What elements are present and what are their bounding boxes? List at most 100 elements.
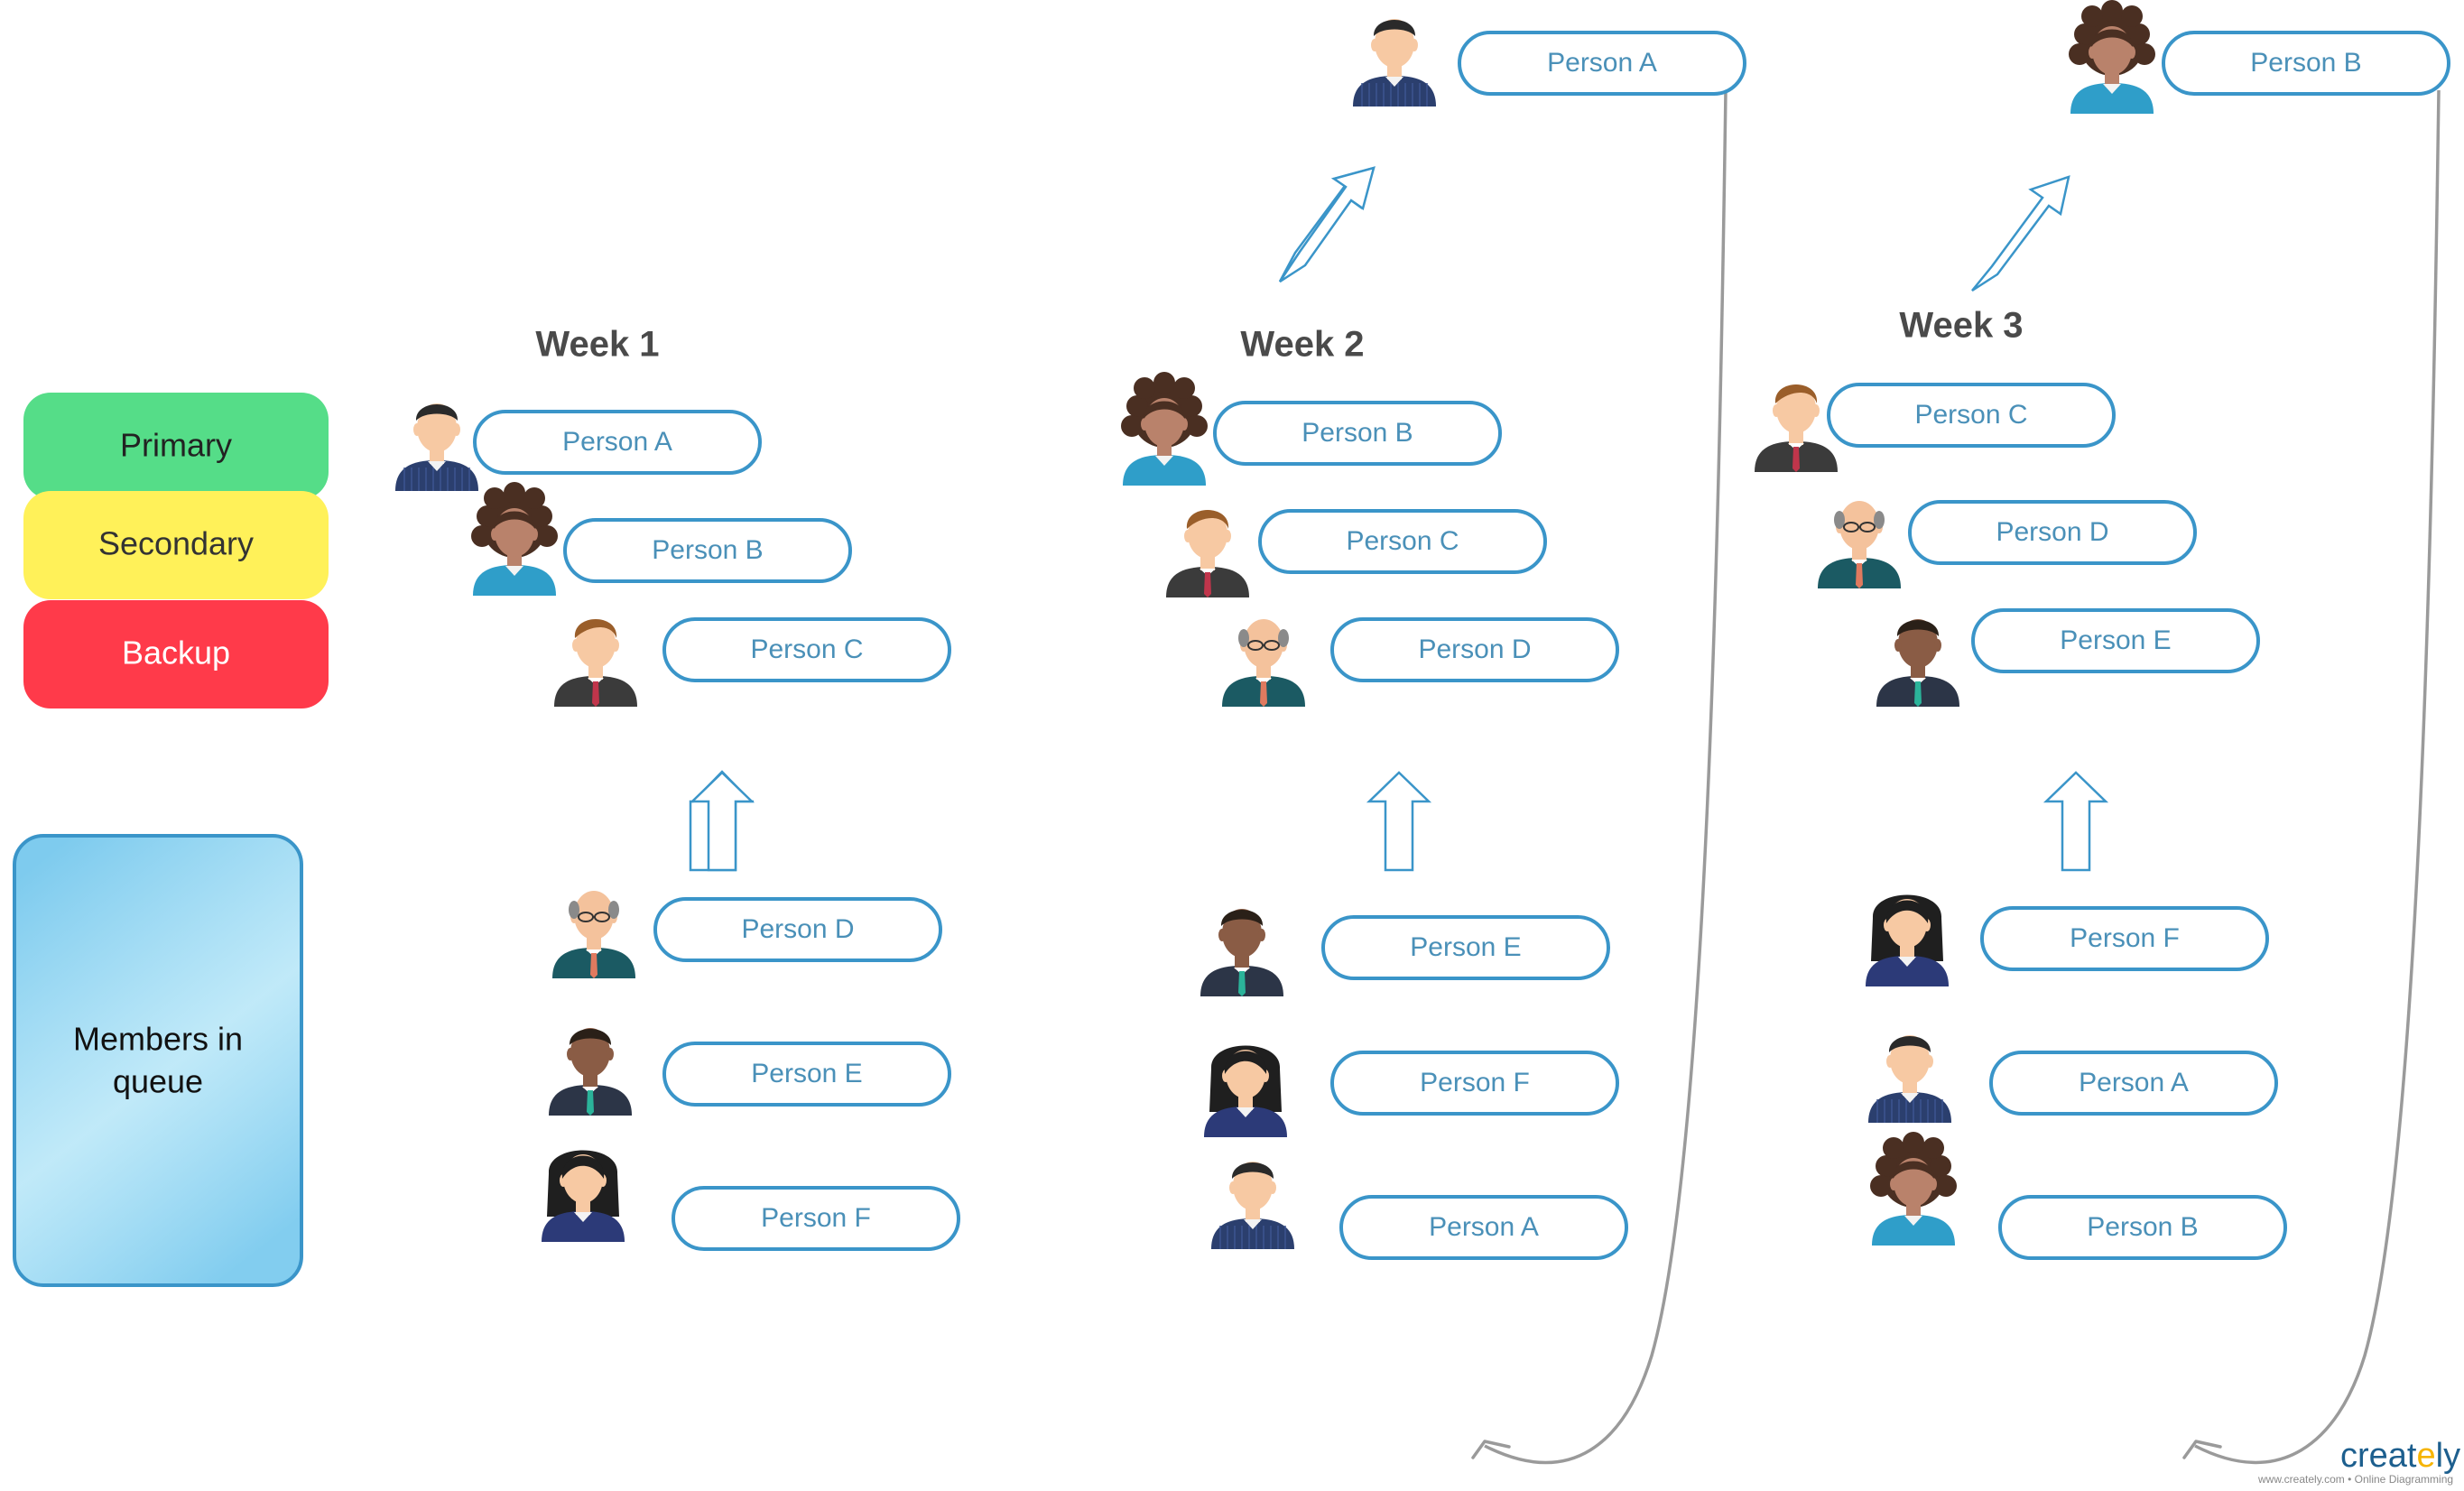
man-navy-suit-avatar-icon: [395, 403, 478, 491]
legend-primary-label: Primary: [120, 427, 232, 464]
week-3-on_call-pill-person-c: Person C: [1827, 383, 2116, 448]
return-connector-week-2-head: [1471, 1440, 1511, 1459]
week-1-on_call-pill-person-b: Person B: [563, 518, 852, 583]
pill-shape: [1339, 1195, 1628, 1260]
week-1-on_call-pill-person-a: Person A: [473, 410, 762, 475]
pill-label: Person F: [761, 1203, 871, 1233]
pill-shape: [1330, 617, 1619, 682]
dark-skin-man-suit-avatar-icon: [1200, 909, 1283, 996]
pill-label: Person B: [2087, 1212, 2198, 1242]
week-1-on_call-pill-person-c: Person C: [662, 617, 951, 682]
legend: Primary Secondary Backup Members in queu…: [13, 393, 329, 1287]
pill-label: Person D: [1996, 517, 2108, 547]
pill-shape: [473, 410, 762, 475]
queue-legend-label-line2: queue: [113, 1063, 203, 1100]
week-3-queue-pill-person-b: Person B: [1998, 1195, 2287, 1260]
pill-label: Person E: [2060, 625, 2171, 655]
person-pills: Person A Person B Person C Person D Person E…: [473, 31, 2450, 1260]
pill-label: Person E: [1410, 932, 1521, 962]
pill-shape: [563, 518, 852, 583]
pill-shape: [2162, 31, 2450, 96]
legend-primary-box: [23, 393, 329, 499]
creately-logo: creately www.creately.com • Online Diagr…: [2257, 1437, 2460, 1486]
man-brown-hair-red-tie-avatar-icon: [554, 619, 637, 707]
week-1-queue-pill-person-f: Person F: [672, 1186, 960, 1251]
week-3-on_call-pill-person-d: Person D: [1908, 500, 2197, 565]
pill-label: Person C: [1914, 400, 2027, 430]
pill-label: Person B: [1301, 418, 1413, 448]
week-3-queue-pill-person-a: Person A: [1989, 1051, 2278, 1116]
pill-shape: [662, 1042, 951, 1107]
legend-secondary-box: [23, 491, 329, 599]
pill-label: Person B: [652, 535, 763, 565]
bald-man-glasses-avatar-icon: [1222, 619, 1305, 707]
week-2-queue-pill-person-e: Person E: [1321, 915, 1610, 980]
man-navy-suit-avatar-icon: [1211, 1162, 1294, 1249]
creately-tagline: www.creately.com • Online Diagramming: [2257, 1473, 2453, 1486]
week-2-queue-pill-person-f: Person F: [1330, 1051, 1619, 1116]
legend-backup-box: [23, 600, 329, 708]
pill-shape: [1458, 31, 1746, 96]
week-1-title: Week 1: [535, 325, 659, 365]
week-3-queue-pill-person-f: Person F: [1980, 906, 2269, 971]
exit-arrow-week-2: [1278, 166, 1376, 283]
pill-label: Person F: [1420, 1068, 1530, 1097]
week-1-queue-pill-person-e: Person E: [662, 1042, 951, 1107]
pill-shape: [1321, 915, 1610, 980]
pill-shape: [1980, 906, 2269, 971]
week-3-title: Week 3: [1899, 306, 2023, 346]
week-3-on_call-pill-person-e: Person E: [1971, 608, 2260, 673]
pill-label: Person C: [1346, 526, 1459, 556]
pill-shape: [1827, 383, 2116, 448]
pill-shape: [1213, 401, 1502, 466]
pill-shape: [1258, 509, 1547, 574]
pill-label: Person D: [741, 914, 854, 944]
bald-man-glasses-avatar-icon: [552, 891, 635, 978]
man-brown-hair-red-tie-avatar-icon: [1755, 384, 1838, 472]
pill-shape: [1989, 1051, 2278, 1116]
promote-arrow-week-1: [689, 770, 755, 872]
dark-skin-man-suit-avatar-icon: [1876, 619, 1959, 707]
man-navy-suit-avatar-icon: [1353, 19, 1436, 106]
queue-legend-box: [13, 834, 303, 1287]
man-brown-hair-red-tie-avatar-icon: [1166, 510, 1249, 597]
return-connector-week-2: [1484, 89, 1728, 1465]
pill-shape: [672, 1186, 960, 1251]
pill-label: Person B: [2250, 48, 2361, 78]
pill-label: Person E: [751, 1059, 862, 1088]
legend-secondary-label: Secondary: [98, 525, 254, 562]
week-2-title: Week 2: [1240, 325, 1364, 365]
promote-arrow-week-3: [2043, 771, 2109, 872]
pill-shape: [1971, 608, 2260, 673]
pill-shape: [1998, 1195, 2287, 1260]
week-2-on_call-pill-person-b: Person B: [1213, 401, 1502, 466]
creately-logo-text: creately: [2340, 1437, 2460, 1475]
pill-label: Person C: [750, 634, 863, 664]
woman-curly-teal-avatar-icon: [1870, 1132, 1957, 1246]
woman-black-hair-blazer-avatar-icon: [542, 1150, 625, 1242]
queue-legend-label-line1: Members in: [73, 1021, 243, 1058]
woman-curly-teal-avatar-icon: [2069, 0, 2155, 114]
pill-label: Person A: [1429, 1212, 1539, 1242]
legend-backup-label: Backup: [122, 634, 230, 671]
woman-black-hair-blazer-avatar-icon: [1866, 894, 1949, 986]
pill-label: Person A: [2079, 1068, 2189, 1097]
pill-label: Person F: [2070, 923, 2180, 953]
woman-curly-teal-avatar-icon: [471, 482, 558, 596]
return-connector-week-3: [2194, 89, 2441, 1465]
man-navy-suit-avatar-icon: [1868, 1035, 1951, 1123]
bald-man-glasses-avatar-icon: [1818, 501, 1901, 588]
week-2-on_call-pill-person-c: Person C: [1258, 509, 1547, 574]
woman-curly-teal-avatar-icon: [1121, 372, 1208, 486]
pill-shape: [662, 617, 951, 682]
week-3-off-pill-person-b: Person B: [2162, 31, 2450, 96]
pill-shape: [653, 897, 942, 962]
pill-label: Person A: [562, 427, 672, 457]
dark-skin-man-suit-avatar-icon: [549, 1028, 632, 1116]
week-2-queue-pill-person-a: Person A: [1339, 1195, 1628, 1260]
exit-arrow-week-3: [1971, 175, 2070, 292]
pill-shape: [1908, 500, 2197, 565]
pill-label: Person A: [1547, 48, 1657, 78]
week-2-on_call-pill-person-d: Person D: [1330, 617, 1619, 682]
return-connector-week-3-head: [2182, 1440, 2222, 1459]
